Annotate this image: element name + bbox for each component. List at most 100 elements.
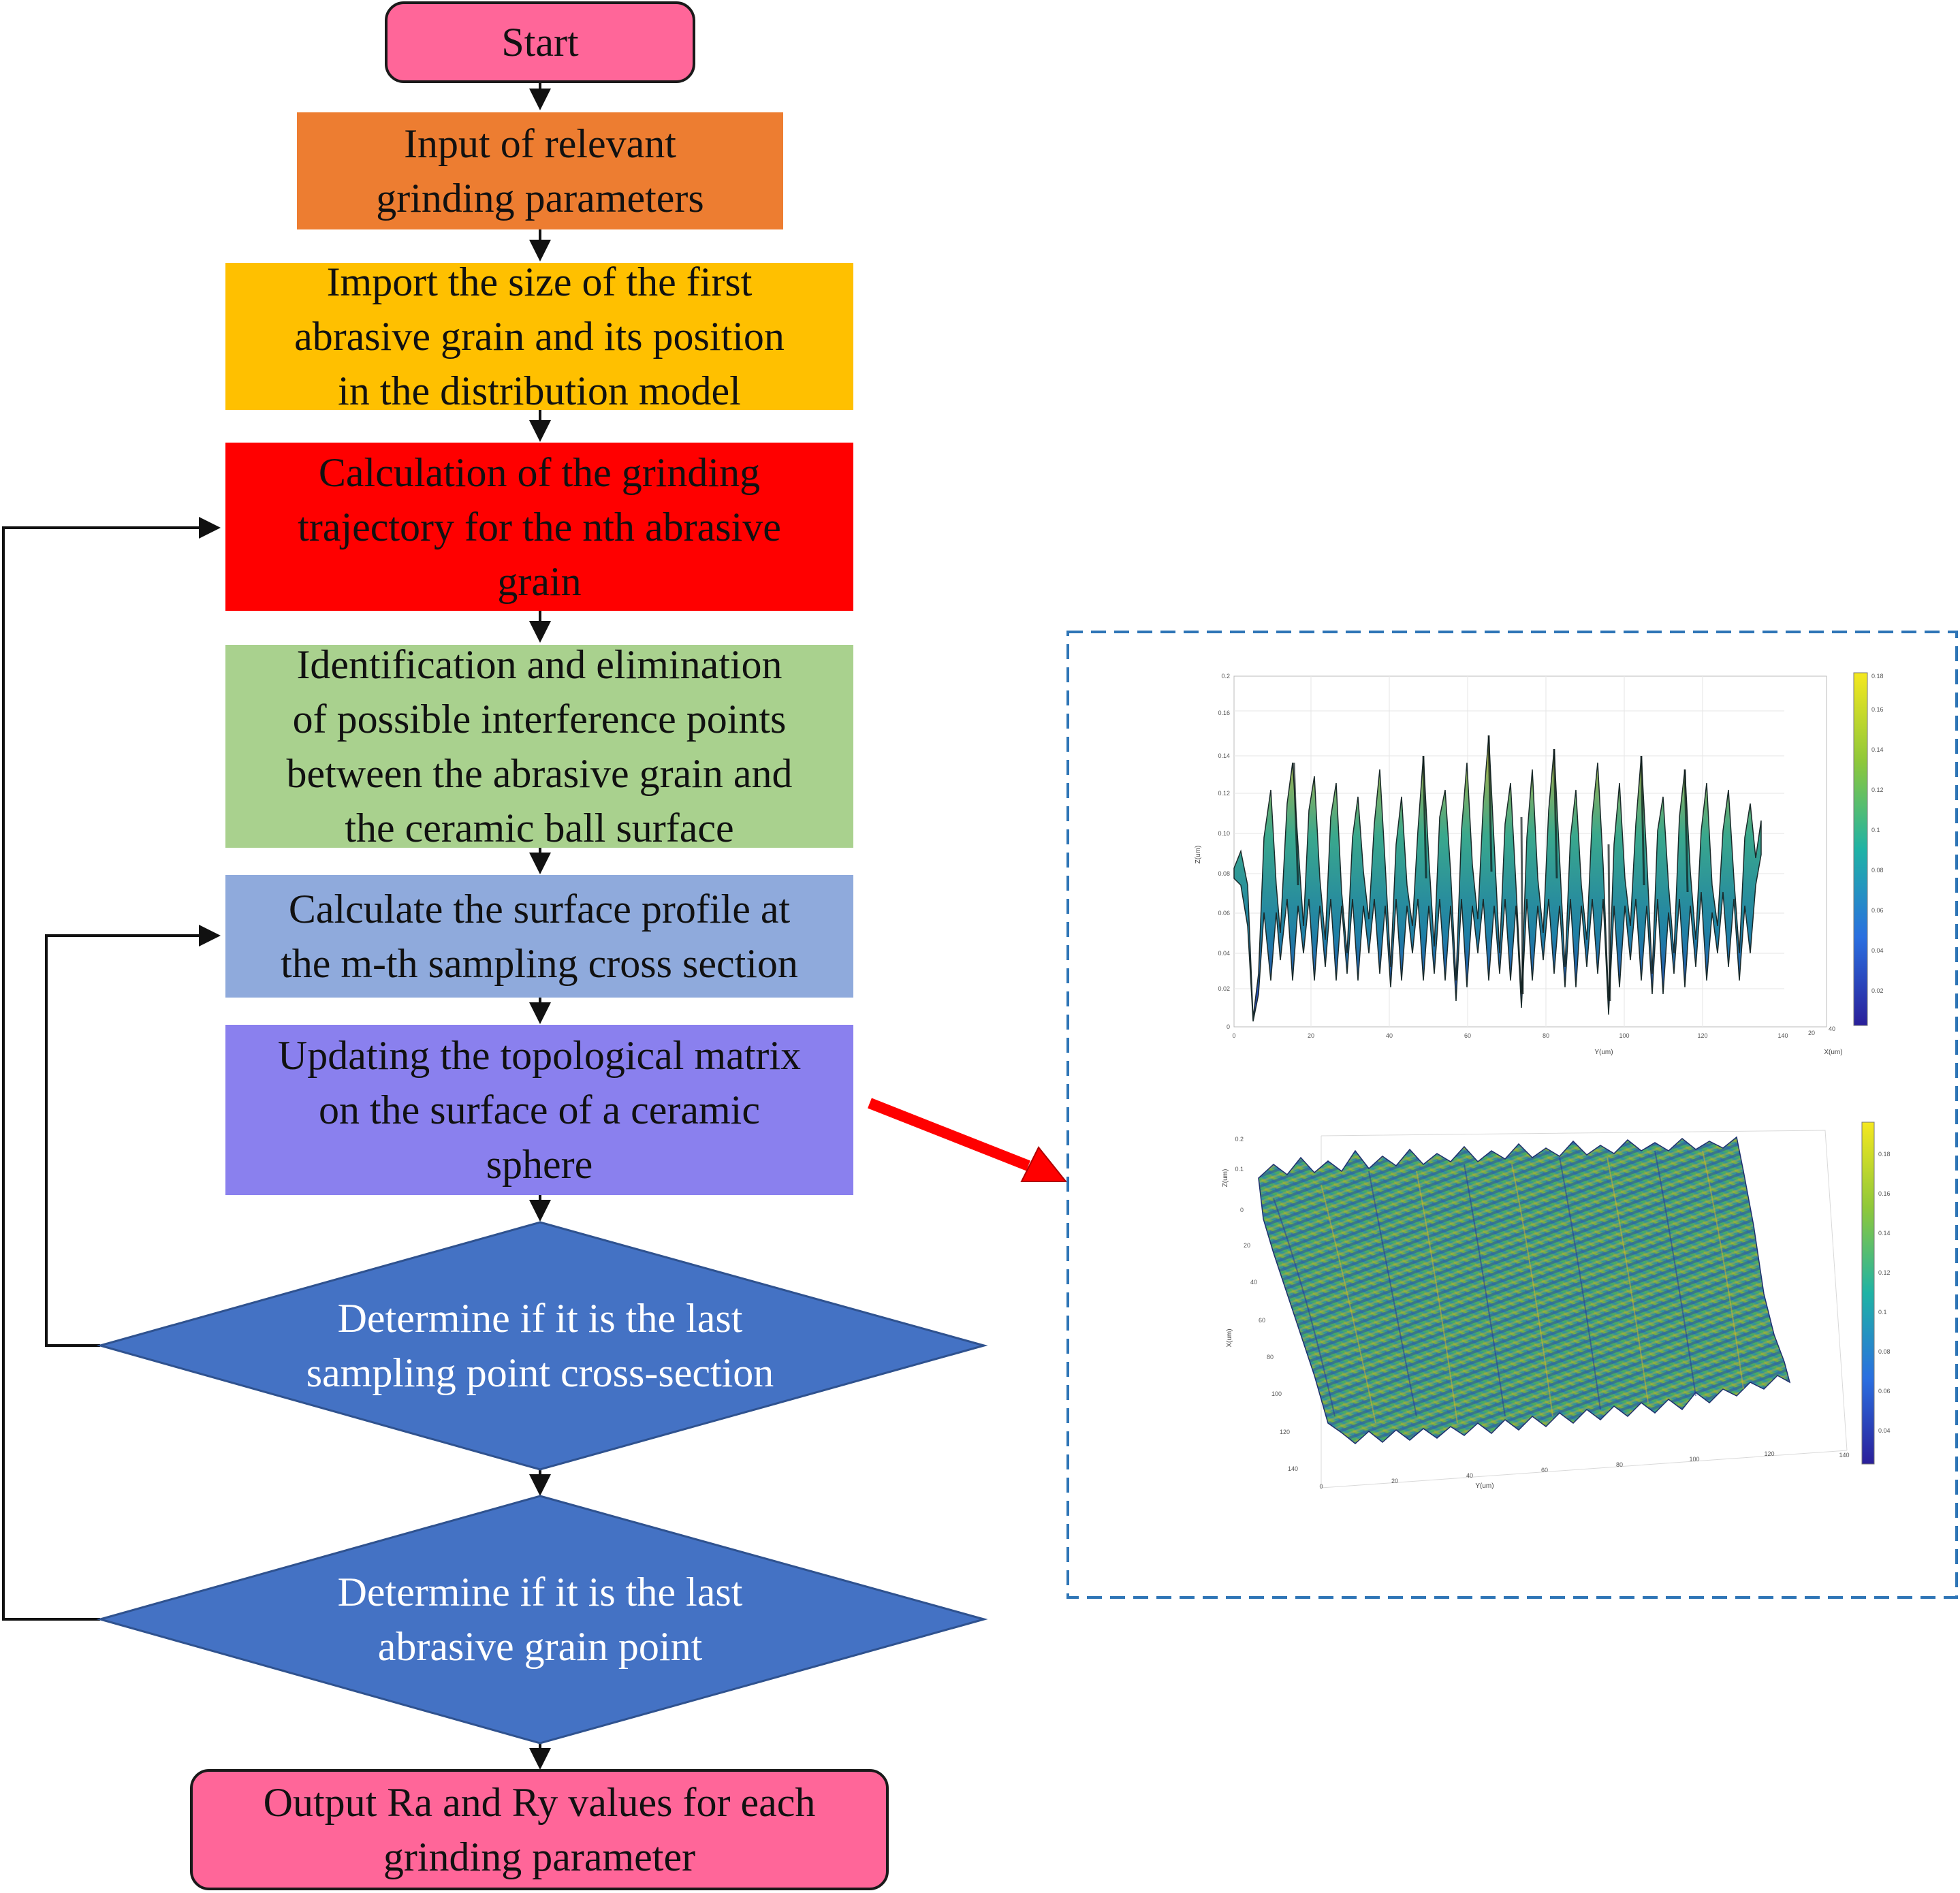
- output-line: grinding parameter: [383, 1834, 696, 1879]
- top-colorbar-tick: 0.14: [1871, 746, 1884, 753]
- top-y-tick: 20: [1308, 1032, 1314, 1039]
- top-colorbar-tick: 0.08: [1871, 867, 1884, 874]
- bottom-colorbar-tick: 0.1: [1878, 1309, 1887, 1316]
- bottom-y-tick: 20: [1391, 1478, 1398, 1484]
- top-y-tick: 140: [1777, 1032, 1788, 1039]
- top-colorbar-tick: 0.18: [1871, 673, 1884, 680]
- bottom-colorbar-tick: 0.12: [1878, 1269, 1891, 1276]
- top-colorbar-tick: 0.04: [1871, 947, 1884, 954]
- interference-line: Identification and elimination: [296, 642, 783, 687]
- surface-plot-side-view: 0 0.02 0.04 0.06 0.08 0.10 0.12 0.14 0.1…: [1195, 672, 1884, 1056]
- top-y-tick: 120: [1697, 1032, 1707, 1039]
- decision-diamond-2: [96, 1495, 988, 1745]
- top-colorbar: [1853, 672, 1868, 1026]
- bottom-colorbar: [1861, 1122, 1875, 1465]
- top-z-tick: 0.10: [1218, 830, 1230, 837]
- top-x-axis-label: X(um): [1824, 1049, 1842, 1056]
- top-y-tick: 100: [1619, 1032, 1629, 1039]
- top-z-tick: 0.16: [1218, 710, 1230, 716]
- top-y-tick: 80: [1543, 1032, 1549, 1039]
- input-line: grinding parameters: [376, 176, 704, 221]
- decision-1-text: Determine if it is the last sampling poi…: [268, 1264, 812, 1427]
- bottom-y-tick: 120: [1764, 1450, 1774, 1457]
- bottom-colorbar-tick: 0.18: [1878, 1151, 1891, 1158]
- top-z-tick: 0.02: [1218, 985, 1230, 992]
- decision-1-line: cross-section: [560, 1350, 774, 1395]
- bottom-y-tick: 40: [1466, 1472, 1473, 1479]
- surface-profile-step: Calculate the surface profile at the m-t…: [225, 875, 853, 998]
- top-colorbar-tick: 0.16: [1871, 706, 1884, 713]
- bottom-x-tick: 140: [1288, 1465, 1298, 1472]
- top-z-tick: 0.12: [1218, 790, 1230, 797]
- trajectory-line: grain: [497, 558, 582, 604]
- top-y-axis-label: Y(um): [1594, 1049, 1613, 1056]
- bottom-colorbar-tick: 0.06: [1878, 1388, 1891, 1395]
- interference-line: the ceramic ball surface: [345, 806, 734, 850]
- top-colorbar-tick: 0.06: [1871, 907, 1884, 914]
- bottom-colorbar-tick: 0.16: [1878, 1190, 1891, 1197]
- bottom-x-axis-label: X(um): [1226, 1329, 1233, 1347]
- top-x-tick: 20: [1808, 1030, 1815, 1036]
- bottom-y-tick: 80: [1616, 1461, 1623, 1468]
- import-grain-step: Import the size of the first abrasive gr…: [225, 259, 853, 413]
- top-z-axis-label: Z(um): [1195, 846, 1202, 864]
- bottom-z-axis-label: Z(um): [1222, 1169, 1229, 1188]
- decision-1-line: Determine if it is the: [337, 1296, 676, 1341]
- top-z-tick: 0.06: [1218, 910, 1230, 917]
- bottom-x-tick: 40: [1250, 1279, 1257, 1286]
- bottom-x-tick: 80: [1267, 1354, 1274, 1361]
- bottom-x-tick: 100: [1271, 1390, 1282, 1397]
- bottom-x-tick: 20: [1244, 1242, 1250, 1249]
- top-x-tick: 40: [1829, 1025, 1835, 1032]
- top-colorbar-tick: 0.12: [1871, 786, 1884, 793]
- bottom-x-tick: 120: [1280, 1429, 1290, 1435]
- top-y-tick: 60: [1464, 1032, 1471, 1039]
- decision-1-line: last sampling point: [306, 1296, 743, 1395]
- top-z-tick: 0.08: [1218, 870, 1230, 877]
- input-line: Input of relevant: [404, 121, 676, 166]
- bottom-y-axis-label: Y(um): [1475, 1482, 1493, 1490]
- bottom-y-tick: 0: [1319, 1483, 1323, 1490]
- top-z-tick: 0.14: [1218, 752, 1230, 759]
- import-line: Import the size of the first: [326, 259, 753, 304]
- interference-step: Identification and elimination of possib…: [225, 642, 853, 850]
- start-label: Start: [501, 20, 579, 65]
- bottom-colorbar-tick: 0.04: [1878, 1427, 1891, 1434]
- decision-diamond-1: [96, 1221, 988, 1471]
- results-dashed-box: [1066, 631, 1958, 1599]
- input-parameters-step: Input of relevant grinding parameters: [297, 112, 783, 229]
- decision-2-line: last abrasive grain: [377, 1570, 743, 1669]
- bottom-z-tick: 0.1: [1235, 1166, 1244, 1173]
- output-line: Output Ra and Ry values for each: [263, 1780, 816, 1825]
- top-y-tick: 40: [1386, 1032, 1393, 1039]
- profile-line: the m-th sampling cross section: [281, 941, 798, 986]
- surface-plot-3d-view: 0 0.1 0.2 Z(um) 20 40 60 80 100 120 140 …: [1222, 1122, 1891, 1490]
- decision-2-line: Determine if it is the: [337, 1570, 676, 1614]
- interference-line: between the abrasive grain and: [286, 751, 793, 796]
- trajectory-line: Calculation of the grinding: [318, 449, 761, 495]
- bottom-z-tick: 0.2: [1235, 1136, 1244, 1143]
- output-node: Output Ra and Ry values for each grindin…: [190, 1769, 889, 1890]
- update-line: Updating the topological matrix: [277, 1033, 802, 1078]
- red-arrow: [868, 1098, 1068, 1182]
- loop-connectors: [2, 517, 221, 1621]
- top-z-tick: 0.2: [1221, 673, 1230, 680]
- trajectory-line: trajectory for the nth abrasive: [298, 504, 781, 550]
- import-line: abrasive grain and its position: [294, 314, 785, 359]
- top-z-tick: 0.04: [1218, 950, 1230, 957]
- start-node: Start: [385, 1, 695, 83]
- bottom-y-tick: 60: [1541, 1467, 1548, 1474]
- update-matrix-step: Updating the topological matrix on the s…: [225, 1025, 853, 1195]
- decision-2-line: point: [618, 1624, 703, 1669]
- profile-line: Calculate the surface profile at: [288, 887, 791, 932]
- bottom-x-tick: 60: [1259, 1317, 1265, 1324]
- bottom-colorbar-tick: 0.08: [1878, 1348, 1891, 1355]
- trajectory-step: Calculation of the grinding trajectory f…: [225, 443, 853, 611]
- interference-line: of possible interference points: [292, 697, 787, 742]
- top-colorbar-tick: 0.02: [1871, 987, 1884, 994]
- top-colorbar-tick: 0.1: [1871, 827, 1880, 833]
- update-line: on the surface of a ceramic: [319, 1087, 760, 1132]
- top-z-tick: 0: [1227, 1023, 1230, 1030]
- bottom-y-tick: 140: [1839, 1452, 1849, 1459]
